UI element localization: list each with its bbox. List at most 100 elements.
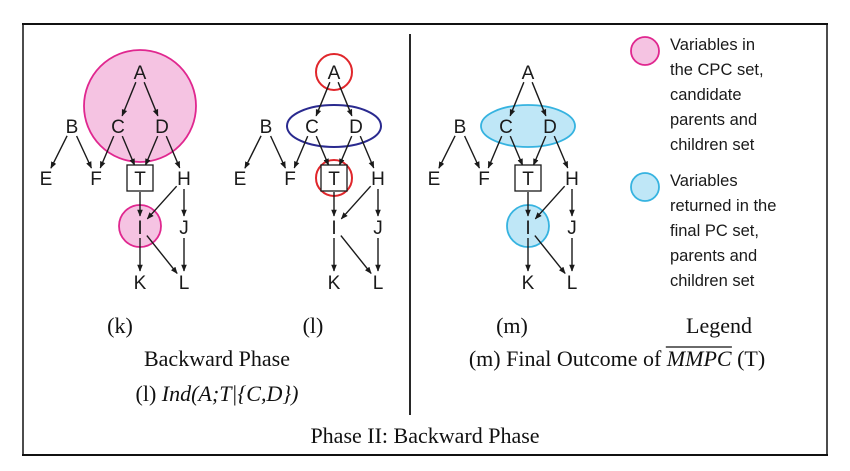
legend-blue-text: Variables returned in the final PC set, par…	[670, 172, 776, 290]
edge-a-d	[337, 81, 353, 117]
node-b: B	[454, 117, 467, 138]
node-l: L	[567, 273, 578, 294]
node-t: T	[522, 169, 534, 190]
node-h: H	[565, 169, 579, 190]
node-t-box	[514, 164, 542, 192]
node-i: I	[137, 218, 142, 239]
tested-node-a-circle	[315, 53, 353, 91]
node-t: T	[328, 169, 340, 190]
final-pc-ellipse	[480, 104, 576, 148]
edge-d-t	[532, 135, 547, 166]
node-c: C	[499, 117, 513, 138]
node-i: I	[525, 218, 530, 239]
edge-c-t	[315, 135, 330, 166]
final-outcome-suffix: (T)	[732, 346, 766, 371]
edge-c-t	[509, 135, 524, 166]
legend-blue-line-2: returned in the	[670, 197, 776, 215]
panel-k-label: (k)	[107, 313, 133, 338]
node-a: A	[328, 63, 341, 84]
edge-b-e	[244, 135, 262, 169]
node-c: C	[305, 117, 319, 138]
legend-blue-line-5: children set	[670, 272, 755, 290]
legend-pink-line-3: candidate	[670, 86, 742, 104]
node-d: D	[543, 117, 557, 138]
legend-blue-line-4: parents and	[670, 247, 757, 265]
edge-d-h	[165, 135, 181, 169]
edge-b-e	[50, 135, 68, 169]
node-h: H	[371, 169, 385, 190]
edge-d-t	[338, 135, 353, 166]
node-l: L	[373, 273, 384, 294]
edge-a-d	[143, 81, 159, 117]
final-outcome-mmpc: MMPC	[666, 346, 732, 371]
node-k: K	[134, 273, 147, 294]
edge-a-c	[121, 81, 137, 117]
legend-blue-line-3: final PC set,	[670, 222, 759, 240]
cpc-set-circle	[83, 49, 197, 163]
edge-h-i	[146, 185, 178, 220]
node-t: T	[134, 169, 146, 190]
backward-phase-caption: Backward Phase	[144, 346, 290, 371]
edge-i-l	[534, 235, 566, 274]
node-e: E	[40, 169, 53, 190]
edge-b-e	[438, 135, 456, 169]
node-e: E	[428, 169, 441, 190]
node-f: F	[284, 169, 296, 190]
node-a: A	[522, 63, 535, 84]
node-d: D	[349, 117, 363, 138]
edge-c-t	[121, 135, 136, 166]
edge-i-l	[146, 235, 178, 274]
node-d: D	[155, 117, 169, 138]
edge-h-i	[534, 185, 566, 220]
legend-pink-swatch	[630, 36, 660, 66]
legend-pink-line-2: the CPC set,	[670, 61, 764, 79]
node-j: J	[373, 218, 383, 239]
edge-c-f	[99, 135, 115, 169]
node-k: K	[328, 273, 341, 294]
node-t-box	[126, 164, 154, 192]
bottom-title: Phase II: Backward Phase	[310, 423, 539, 448]
legend-title: Legend	[686, 313, 752, 338]
edge-h-i	[340, 185, 372, 220]
edge-c-f	[293, 135, 309, 169]
edge-c-f	[487, 135, 503, 169]
node-h: H	[177, 169, 191, 190]
edge-a-c	[509, 81, 525, 117]
edge-i-l	[340, 235, 372, 274]
node-f: F	[478, 169, 490, 190]
conditioning-set-ellipse	[286, 104, 382, 148]
edge-d-t	[144, 135, 159, 166]
edge-b-f	[75, 135, 93, 169]
node-l: L	[179, 273, 190, 294]
edge-a-d	[531, 81, 547, 117]
edge-d-h	[359, 135, 375, 169]
node-b: B	[260, 117, 273, 138]
legend-blue-swatch	[630, 172, 660, 202]
node-c: C	[111, 117, 125, 138]
edge-a-c	[315, 81, 331, 117]
node-k: K	[522, 273, 535, 294]
panel-m-label: (m)	[496, 313, 528, 338]
legend-pink-line-1: Variables in	[670, 36, 755, 54]
node-a: A	[134, 63, 147, 84]
node-e: E	[234, 169, 247, 190]
edge-d-h	[553, 135, 569, 169]
node-j: J	[567, 218, 577, 239]
node-j: J	[179, 218, 189, 239]
legend-pink-line-4: parents and	[670, 111, 757, 129]
independence-prefix: (l)	[136, 381, 162, 406]
final-outcome-prefix: (m) Final Outcome of	[469, 346, 667, 371]
node-t-box	[320, 164, 348, 192]
independence-formula: Ind(A;T|{C,D})	[161, 381, 299, 406]
node-b: B	[66, 117, 79, 138]
legend-pink-text: Variables in the CPC set, candidate parents…	[670, 36, 764, 154]
panel-l-label: (l)	[303, 313, 324, 338]
edge-b-f	[463, 135, 481, 169]
edge-b-f	[269, 135, 287, 169]
panel-l-graph: A B C D E F T H I J K L	[234, 53, 385, 294]
legend-blue-line-1: Variables	[670, 172, 738, 190]
legend: Variables in the CPC set, candidate parents…	[630, 36, 776, 290]
node-i: I	[331, 218, 336, 239]
